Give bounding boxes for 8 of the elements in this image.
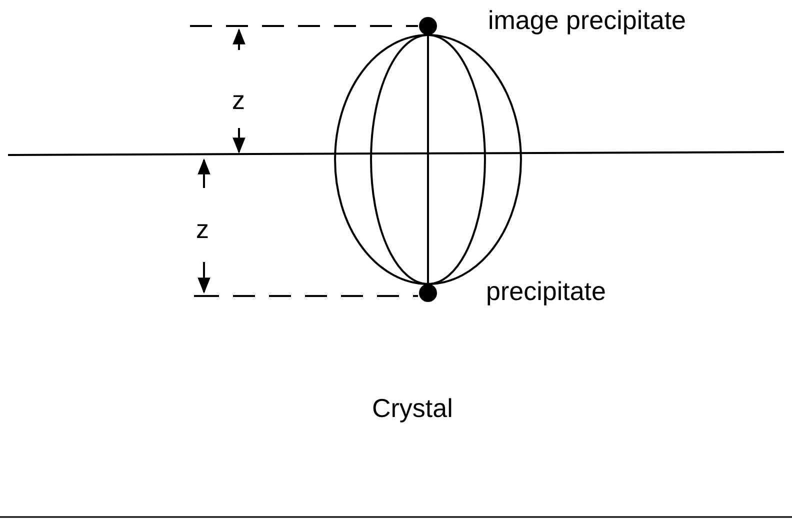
field-line bbox=[427, 35, 429, 284]
dimension-label: z bbox=[232, 84, 245, 116]
dimension-label: z bbox=[196, 213, 209, 245]
point-label: image precipitate bbox=[488, 4, 686, 36]
field-line bbox=[370, 34, 428, 285]
region-label: Crystal bbox=[372, 392, 453, 424]
field-line bbox=[428, 34, 522, 285]
point-label: precipitate bbox=[486, 275, 606, 307]
